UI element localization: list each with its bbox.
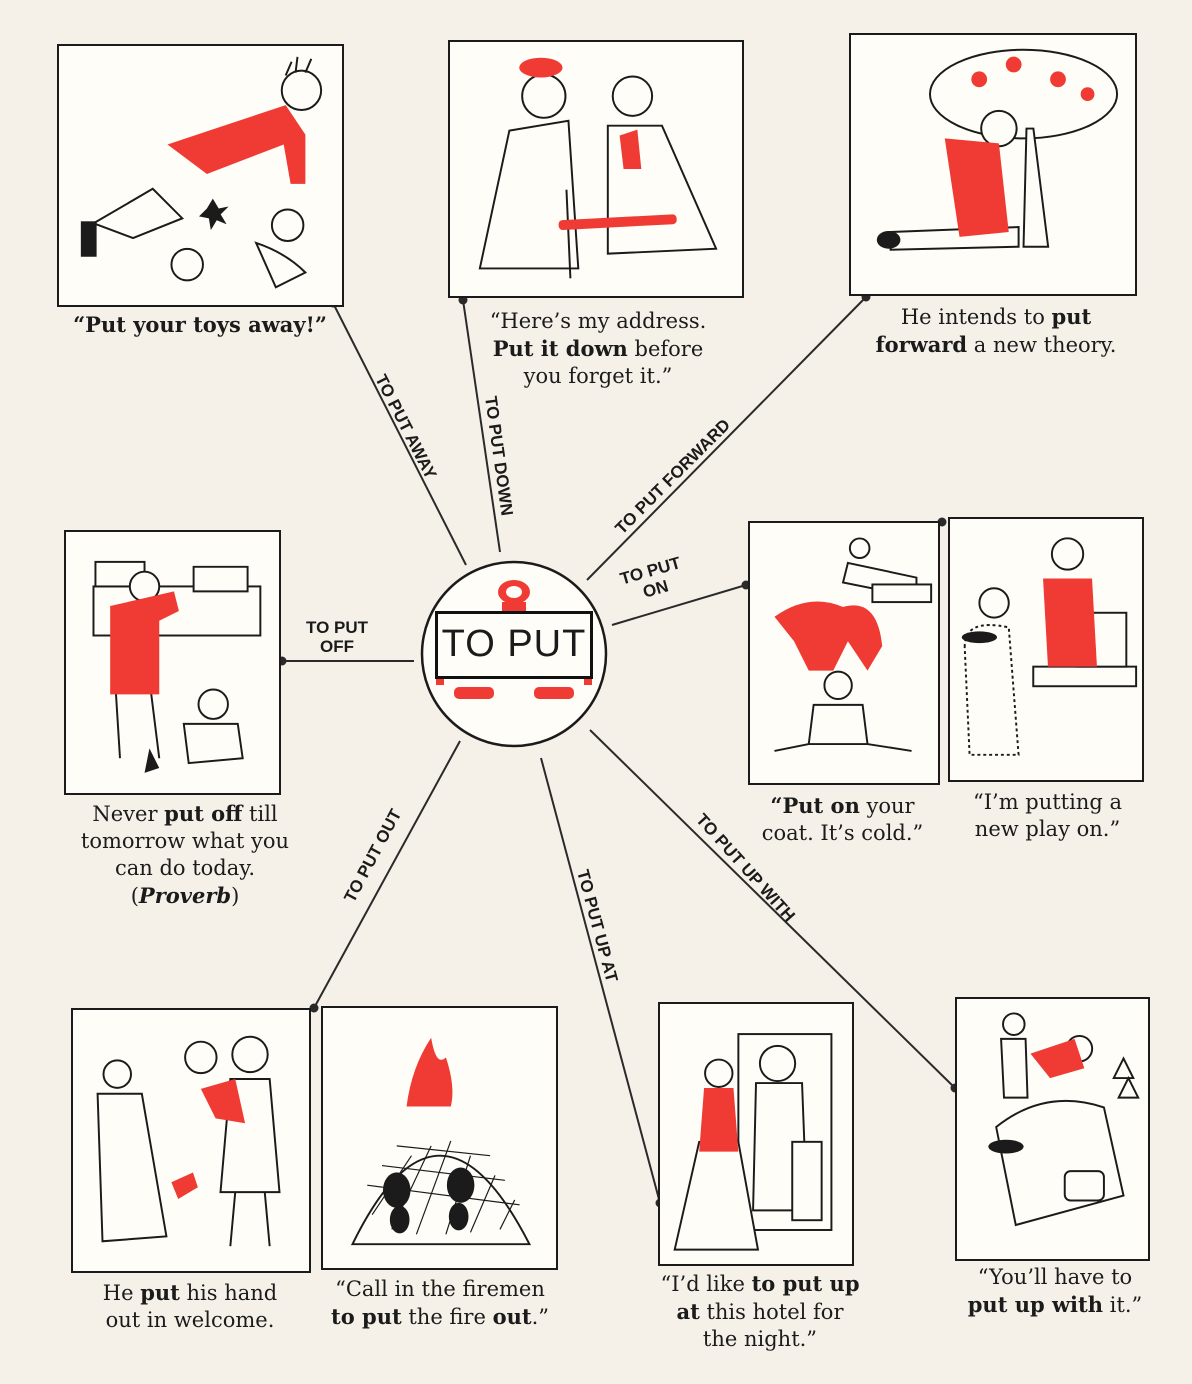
caption-put-out-hand-line2: his hand: [179, 1281, 278, 1305]
caption-put-off-line4: can do today.: [114, 856, 256, 880]
caption-put-up-at-line3: the night.”: [702, 1327, 818, 1351]
caption-put-forward-phrase-b: forward: [875, 332, 968, 357]
caption-put-away: “Put your toys away!”: [60, 311, 340, 339]
caption-put-on-coat-line2: coat. It’s cold.”: [761, 821, 924, 845]
panel-put-up-with: [955, 997, 1150, 1261]
panel-put-on-play: [948, 517, 1144, 782]
caption-put-out-hand: He put his hand out in welcome.: [70, 1279, 310, 1334]
panel-put-on-coat: [748, 521, 940, 785]
branch-label-off-line1: TO PUT: [306, 618, 369, 637]
welcome-illustration: [96, 1035, 281, 1247]
caption-put-on-play: “I’m putting a new play on.”: [945, 789, 1150, 843]
caption-put-forward-phrase-a: put: [1051, 304, 1092, 329]
caption-put-off-line1: Never: [92, 802, 165, 826]
panel-put-off: [64, 530, 281, 795]
caption-put-up-at-phrase-a: to put up: [751, 1271, 860, 1296]
hub-title: TO PUT: [435, 611, 593, 679]
boy-toys-illustration: [80, 56, 323, 289]
caption-put-out-fire-end: .”: [531, 1305, 549, 1329]
caption-put-out-fire-phrase-b: out: [492, 1304, 532, 1329]
hotel-illustration: [673, 1033, 833, 1251]
caption-put-off-phrase: put off: [164, 801, 243, 826]
caption-put-on-coat-line1: your: [859, 794, 915, 818]
caption-put-off-close-paren: ): [231, 884, 240, 908]
caption-put-out-hand-phrase: put: [140, 1280, 180, 1305]
caption-put-up-with-line2: it.”: [1103, 1293, 1143, 1317]
caption-put-on-play-line2: new play on.”: [974, 817, 1121, 841]
caption-put-up-at-line2: this hotel for: [699, 1300, 844, 1324]
caption-put-out-fire-line1: “Call in the firemen: [335, 1277, 545, 1301]
caption-put-down-line3: you forget it.”: [523, 364, 673, 388]
panel-put-forward: [849, 33, 1137, 296]
caption-put-out-fire: “Call in the firemen to put the fire out…: [315, 1276, 565, 1331]
caption-put-forward: He intends to put forward a new theory.: [851, 303, 1141, 359]
caption-put-off-source: Proverb: [138, 883, 232, 908]
caption-put-out-hand-line1: He: [102, 1281, 141, 1305]
caption-put-forward-line2: a new theory.: [967, 333, 1117, 357]
caption-put-up-with-phrase: put up with: [967, 1292, 1103, 1317]
caption-put-up-at-phrase-b: at: [676, 1299, 700, 1324]
caption-put-up-with-line1: “You’ll have to: [977, 1265, 1133, 1289]
caption-put-down-line1: “Here’s my address.: [489, 309, 707, 333]
branch-label-off-line2: OFF: [320, 637, 355, 656]
panel-put-away: [57, 44, 344, 307]
caption-put-forward-line1: He intends to: [900, 305, 1052, 329]
address-illustration: [478, 57, 718, 279]
caption-put-on-coat-phrase: “Put on: [770, 793, 860, 818]
homework-illustration: [92, 560, 262, 773]
playwright-illustration: [961, 537, 1138, 756]
newton-tree-illustration: [876, 48, 1119, 251]
caption-put-on-coat: “Put on your coat. It’s cold.”: [740, 792, 945, 847]
coat-illustration: [774, 537, 933, 752]
branch-label-off: TO PUT OFF: [306, 618, 368, 656]
caption-put-up-at-line1: “I’d like: [660, 1272, 752, 1296]
caption-put-off-line3: tomorrow what you: [80, 829, 290, 853]
panel-put-out-fire: [321, 1006, 558, 1270]
caption-put-up-with: “You’ll have to put up with it.”: [945, 1264, 1165, 1319]
caption-put-down-line2: before: [627, 337, 704, 361]
caption-put-down-phrase: Put it down: [492, 336, 628, 361]
caption-put-out-fire-line2: the fire: [401, 1305, 493, 1329]
caption-put-out-fire-phrase-a: to put: [331, 1304, 402, 1329]
caption-put-off-line2: till: [242, 802, 278, 826]
caption-put-off: Never put off till tomorrow what you can…: [55, 800, 315, 910]
caption-put-down: “Here’s my address. Put it down before y…: [453, 308, 743, 390]
panel-put-down: [448, 40, 744, 298]
caption-put-out-hand-line3: out in welcome.: [105, 1308, 275, 1332]
caption-put-on-play-line1: “I’m putting a: [972, 790, 1123, 814]
caption-put-away-text: “Put your toys away!”: [73, 312, 327, 337]
panel-put-out-hand: [71, 1008, 311, 1273]
panel-put-up-at: [658, 1002, 854, 1266]
fire-illustration: [350, 1037, 532, 1246]
caption-put-off-open-paren: (: [130, 884, 139, 908]
caption-put-up-at: “I’d like to put up at this hotel for th…: [640, 1270, 880, 1353]
hiker-illustration: [988, 1012, 1140, 1227]
